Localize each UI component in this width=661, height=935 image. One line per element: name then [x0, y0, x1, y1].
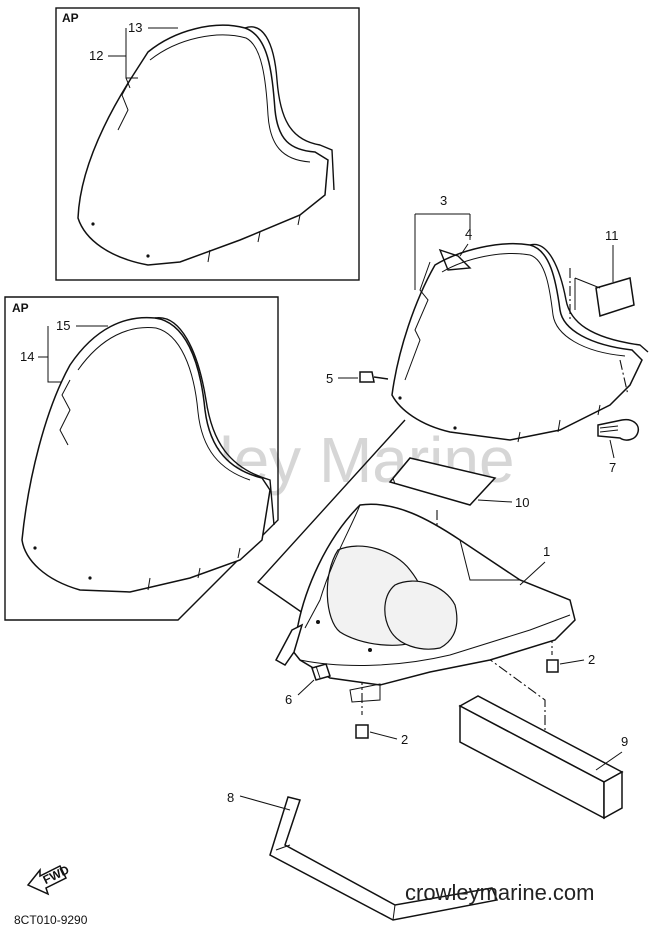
windshield-alt-mid [21, 316, 271, 593]
bolt-part-right: 2 [546, 652, 595, 673]
emblem-part: 11 [574, 228, 635, 317]
callout-2-left: 2 [401, 732, 408, 747]
callout-13: 13 [128, 20, 142, 35]
callout-10: 10 [515, 495, 529, 510]
ap-label-mid: AP [12, 301, 29, 315]
ap-box-mid: AP 15 14 [4, 296, 279, 621]
ap-box-top: AP 13 12 [55, 7, 360, 281]
knob-part: 7 [597, 418, 640, 475]
callout-8: 8 [227, 790, 234, 805]
fwd-arrow-icon: FWD [26, 862, 72, 896]
windshield-main: 3 4 [391, 193, 649, 443]
callout-5: 5 [326, 371, 333, 386]
ap-label-top: AP [62, 11, 79, 25]
callout-15: 15 [56, 318, 70, 333]
foam-block-part: 9 [458, 695, 628, 820]
callout-3: 3 [440, 193, 447, 208]
callout-12: 12 [89, 48, 103, 63]
callout-4: 4 [465, 226, 472, 241]
callout-14: 14 [20, 349, 34, 364]
bolt-part-left: 2 [355, 724, 408, 747]
seal-strip-part: 8 [227, 790, 499, 921]
site-url: crowleymarine.com [405, 880, 595, 905]
diagram-code: 8CT010-9290 [14, 913, 88, 927]
windshield-alt-top [77, 24, 329, 266]
callout-9: 9 [621, 734, 628, 749]
hood-main: 1 [274, 503, 576, 703]
grommet-part: 6 [285, 663, 331, 707]
screw-part: 5 [326, 371, 389, 386]
callout-11: 11 [605, 228, 619, 243]
callout-6: 6 [285, 692, 292, 707]
callout-1: 1 [543, 544, 550, 559]
callout-2-right: 2 [588, 652, 595, 667]
pad-part: 10 [388, 457, 529, 510]
callout-7: 7 [609, 460, 616, 475]
